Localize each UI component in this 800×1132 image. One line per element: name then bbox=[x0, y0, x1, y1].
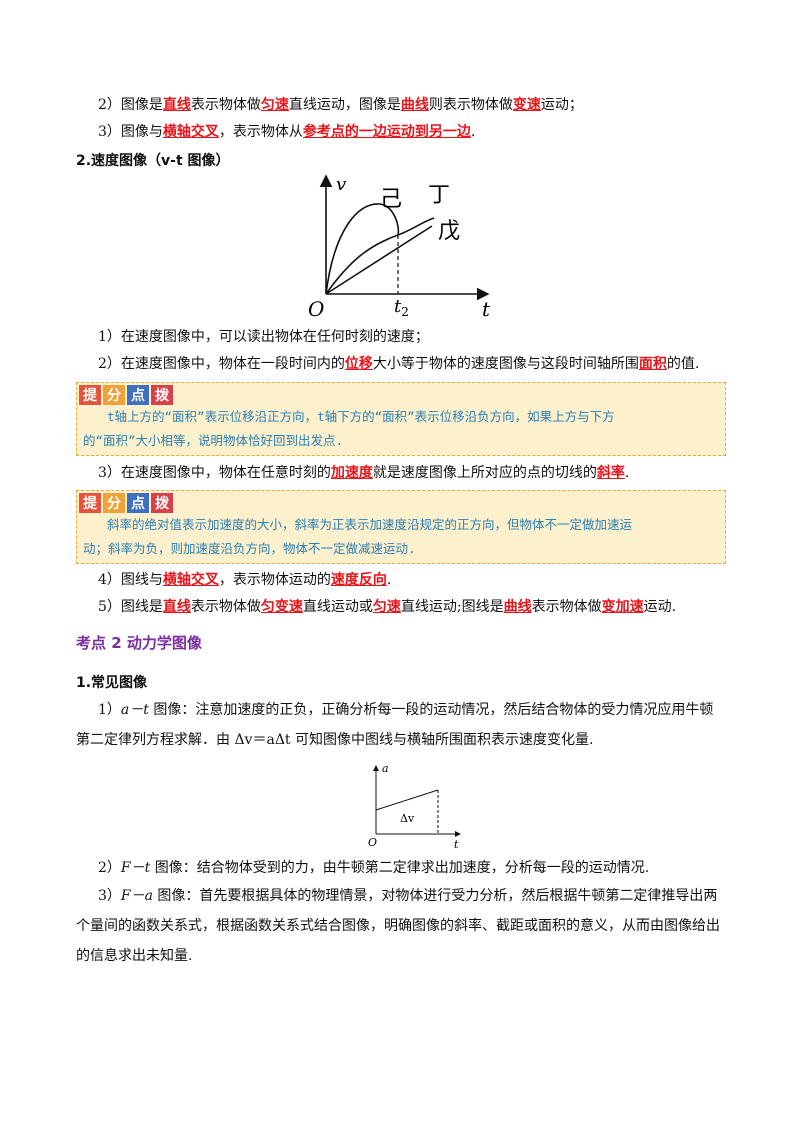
hl-variable: 变速 bbox=[512, 97, 541, 113]
curve-wu bbox=[325, 217, 435, 295]
item-3-line: 3）图像与横轴交叉，表示物体从参考点的一边运动到另一边. bbox=[98, 124, 476, 140]
common-graphs-heading: 1.常见图像 bbox=[76, 675, 148, 691]
at-line bbox=[375, 789, 439, 811]
vt-item-3: 3）在速度图像中，物体在任意时刻的加速度就是速度图像上所对应的点的切线的斜率. bbox=[98, 465, 630, 481]
curve-ji bbox=[325, 203, 400, 295]
hl-axis-cross: 横轴交叉 bbox=[162, 572, 219, 588]
tip-badge: 分 bbox=[103, 493, 125, 513]
tip-badge: 提 bbox=[79, 493, 101, 513]
fa-item-line-2: 个量间的函数关系式，根据函数关系式结合图像，明确图像的斜率、截距或面积的意义，从… bbox=[76, 918, 720, 934]
vt-item-2: 2）在速度图像中，物体在一段时间内的位移大小等于物体的速度图像与这段时间轴所围面… bbox=[98, 356, 700, 372]
tip-badge: 拨 bbox=[151, 493, 173, 513]
tip-badges-1: 提 分 点 拨 bbox=[79, 385, 173, 405]
kaodian-2-title: 考点 2 动力学图像 bbox=[76, 634, 202, 652]
tip-badge: 点 bbox=[127, 385, 149, 405]
tip-badge: 拨 bbox=[151, 385, 173, 405]
t2-label: t2 bbox=[394, 296, 409, 319]
tip-2-line-2: 动；斜率为负，则加速度沿负方向，物体不一定做减速运动. bbox=[83, 541, 416, 556]
hl-straight: 直线 bbox=[162, 97, 191, 113]
hl-cross: 横轴交叉 bbox=[162, 124, 219, 140]
hl-area: 面积 bbox=[638, 356, 667, 372]
at-item-line-1: 1）a－t 图像：注意加速度的正负，正确分析每一段的运动情况，然后结合物体的受力… bbox=[98, 702, 714, 718]
tip-2-line-1: 斜率的绝对值表示加速度的大小，斜率为正表示加速度沿规定的正方向，但物体不一定做加… bbox=[107, 517, 633, 532]
tip-box-2: 提 分 点 拨 斜率的绝对值表示加速度的大小，斜率为正表示加速度沿规定的正方向，… bbox=[76, 490, 726, 564]
v-label: v bbox=[336, 174, 346, 195]
tip-box-1: 提 分 点 拨 t轴上方的“面积”表示位移沿正方向，t轴下方的“面积”表示位移沿… bbox=[76, 382, 726, 456]
item-2-line: 2）图像是直线表示物体做匀速直线运动，图像是曲线则表示物体做变速运动； bbox=[98, 97, 583, 113]
tip-1-line-2: 的“面积”大小相等，说明物体恰好回到出发点. bbox=[83, 433, 344, 448]
hl-reference: 参考点的一边运动到另一边 bbox=[302, 124, 471, 140]
vt-graph: v t O t2 己 丁 戊 bbox=[308, 174, 491, 320]
origin-label: O bbox=[308, 297, 324, 320]
hl-velocity-reverse: 速度反向 bbox=[330, 572, 387, 588]
t-label: t bbox=[482, 297, 491, 320]
hl-curve: 曲线 bbox=[400, 97, 429, 113]
at-area-label: Δv bbox=[400, 812, 415, 825]
at-item-line-2: 第二定律列方程求解．由 Δv＝aΔt 可知图像中图线与横轴所围面积表示速度变化量… bbox=[76, 732, 594, 748]
tip-badges-2: 提 分 点 拨 bbox=[79, 493, 173, 513]
label-ding: 丁 bbox=[428, 183, 450, 208]
vt-item-5: 5）图线是直线表示物体做匀变速直线运动或匀速直线运动;图线是曲线表示物体做变加速… bbox=[98, 599, 677, 615]
at-t-label: t bbox=[454, 838, 459, 851]
fa-item-line-1: 3）F－a 图像：首先要根据具体的物理情景，对物体进行受力分析，然后根据牛顿第二… bbox=[98, 888, 718, 904]
vt-item-4: 4）图线与横轴交叉，表示物体运动的速度反向. bbox=[98, 572, 392, 588]
hl-displacement: 位移 bbox=[344, 356, 373, 372]
at-a-label: a bbox=[382, 762, 389, 775]
ft-item: 2）F－t 图像：结合物体受到的力，由牛顿第二定律求出加速度，分析每一段的运动情… bbox=[98, 860, 650, 876]
hl-uniform: 匀速 bbox=[260, 97, 289, 113]
vt-heading: 2.速度图像（v-t 图像） bbox=[76, 153, 230, 169]
curve-ding bbox=[325, 225, 433, 295]
at-origin-label: O bbox=[368, 836, 377, 849]
hl-slope: 斜率 bbox=[596, 465, 625, 481]
vt-item-1: 1）在速度图像中，可以读出物体在任何时刻的速度； bbox=[98, 329, 429, 345]
label-wu: 戊 bbox=[438, 219, 460, 244]
fa-item-line-3: 的信息求出未知量. bbox=[76, 948, 193, 964]
label-ji: 己 bbox=[380, 187, 402, 212]
at-graph: a t O Δv bbox=[368, 762, 461, 851]
hl-acceleration: 加速度 bbox=[330, 465, 373, 481]
tip-1-line-1: t轴上方的“面积”表示位移沿正方向，t轴下方的“面积”表示位移沿负方向，如果上方… bbox=[107, 409, 615, 424]
tip-badge: 提 bbox=[79, 385, 101, 405]
tip-badge: 点 bbox=[127, 493, 149, 513]
tip-badge: 分 bbox=[103, 385, 125, 405]
